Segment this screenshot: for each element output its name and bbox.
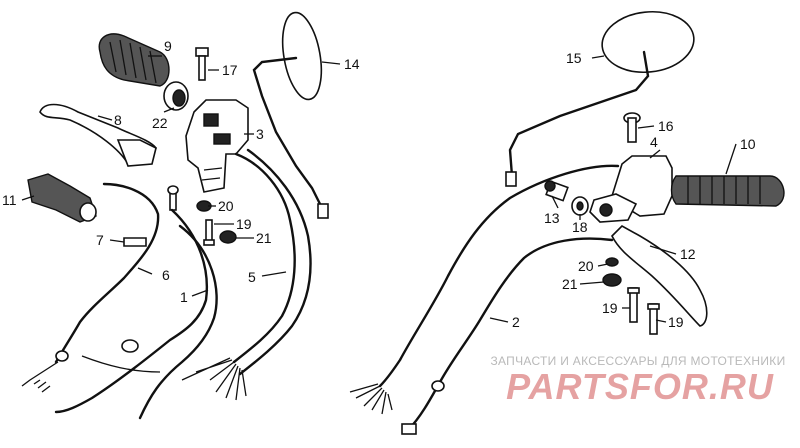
- callout-labels: 9 17 14 22 8 3 11 7 6 20 19 21 5 1 15 16…: [2, 38, 756, 330]
- callout-21-right: 21: [562, 276, 578, 292]
- collar-18: [571, 196, 589, 216]
- right-mirror: [505, 10, 695, 187]
- callout-5: 5: [248, 269, 256, 285]
- callout-19-right-b: 19: [668, 314, 684, 330]
- brake-switch-cable: [401, 237, 614, 435]
- callout-6: 6: [162, 267, 170, 283]
- clip-7: [123, 237, 147, 247]
- callout-1: 1: [180, 289, 188, 305]
- callout-19-right-a: 19: [602, 300, 618, 316]
- left-grip: [98, 33, 170, 87]
- hardware-right: [602, 257, 660, 335]
- callout-13: 13: [544, 210, 560, 226]
- throttle-collar: [163, 81, 189, 111]
- bolt-16: [623, 112, 641, 143]
- callout-17: 17: [222, 62, 238, 78]
- callout-19-left: 19: [236, 216, 252, 232]
- callout-9: 9: [164, 38, 172, 54]
- throttle-cables: [54, 208, 218, 420]
- callout-3: 3: [256, 126, 264, 142]
- master-cylinder: [589, 155, 673, 223]
- clutch-cable: [21, 182, 160, 393]
- switch-housing: [185, 99, 249, 193]
- switch-harness: [181, 148, 312, 401]
- right-grip: [670, 175, 785, 207]
- pivot-bolt-13: [544, 180, 569, 202]
- callout-16: 16: [658, 118, 674, 134]
- screw-17: [195, 47, 209, 81]
- callout-15: 15: [566, 50, 582, 66]
- callout-12: 12: [680, 246, 696, 262]
- left-mirror: [252, 11, 329, 219]
- brake-lever: [611, 225, 708, 327]
- callout-7: 7: [96, 232, 104, 248]
- callout-14: 14: [344, 56, 360, 72]
- lever-holder: [27, 173, 97, 223]
- callout-8: 8: [114, 112, 122, 128]
- right-harness: [349, 164, 620, 415]
- leader-lines: [21, 55, 737, 323]
- callout-20-right: 20: [578, 258, 594, 274]
- callout-10: 10: [740, 136, 756, 152]
- callout-4: 4: [650, 134, 658, 150]
- callout-2: 2: [512, 314, 520, 330]
- callout-21-left: 21: [256, 230, 272, 246]
- callout-18: 18: [572, 219, 588, 235]
- callout-22: 22: [152, 115, 168, 131]
- hardware-left: [167, 185, 237, 246]
- watermark-tagline: ЗАПЧАСТИ И АКСЕССУАРЫ ДЛЯ МОТОТЕХНИКИ: [490, 354, 786, 368]
- clutch-lever: [39, 103, 157, 167]
- callout-20-left: 20: [218, 198, 234, 214]
- watermark-logo: PARTSFOR.RU: [506, 366, 774, 407]
- callout-11: 11: [2, 192, 17, 208]
